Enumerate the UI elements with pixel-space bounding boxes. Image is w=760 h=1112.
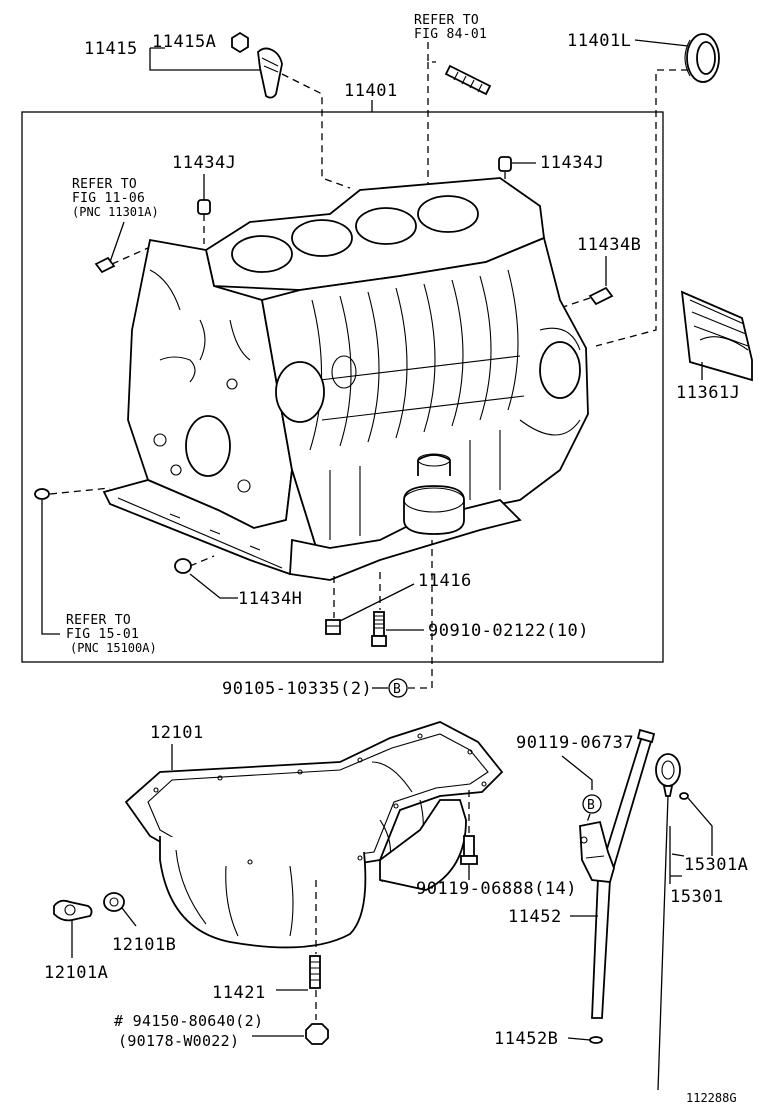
oil-pan-illustration: [124, 721, 504, 949]
part-number-12101: 12101: [150, 723, 204, 743]
part-number-11452: 11452: [508, 907, 562, 927]
part-number-90119-06888: 90119-06888(14): [416, 879, 577, 899]
refer-fig-15-line2: FIG 15-01: [66, 627, 139, 642]
bolt-11416: [325, 619, 341, 635]
marker-b-lower-label: B: [587, 798, 595, 813]
drain-plug-12101A: [53, 899, 93, 922]
refer-fig-11-line3: (PNC 11301A): [72, 205, 159, 219]
part-number-15301A: 15301A: [684, 855, 748, 875]
stud-11421: [309, 955, 321, 989]
marker-b-lower: [582, 794, 602, 814]
part-number-15301: 15301: [670, 887, 724, 907]
part-number-12101A: 12101A: [44, 963, 108, 983]
part-number-90119-06737: 90119-06737: [516, 733, 634, 753]
oil-dipstick-15301: [655, 753, 681, 1091]
label-11415: 11415: [84, 39, 268, 71]
refer-fig-84-line2: FIG 84-01: [414, 27, 487, 42]
cylinder-block-illustration: [102, 177, 589, 581]
o-ring-11452B: [589, 1036, 603, 1044]
refer-fig-11-line1: REFER TO: [72, 177, 137, 192]
refer-fig-11-line2: FIG 11-06: [72, 191, 145, 206]
part-number-90910-02122: 90910-02122(10): [428, 621, 589, 641]
stud-bolt: [444, 64, 492, 96]
part-number-94150-80640: # 94150-80640(2): [114, 1012, 263, 1030]
bolt-90119-06888: [460, 835, 478, 865]
part-number-12101B: 12101B: [112, 935, 176, 955]
part-number-11415A: 11415A: [152, 32, 216, 52]
part-number-11434J-left: 11434J: [172, 153, 236, 173]
dowel-pin-11434B: [588, 286, 614, 306]
marker-b-upper: [388, 678, 408, 698]
part-number-11434B: 11434B: [577, 235, 641, 255]
part-number-11434J-right: 11434J: [540, 153, 604, 173]
dowel-15100A: [34, 488, 50, 500]
part-number-11415: 11415: [84, 39, 138, 59]
nut-94150: [305, 1023, 329, 1045]
dowel-11301A: [94, 256, 116, 274]
o-ring-15301A: [679, 792, 689, 800]
dowel-pin-11434H: [174, 558, 192, 574]
cylinder-block-frame: [21, 111, 664, 663]
oil-seal-icon: [684, 33, 720, 83]
part-number-11401L: 11401L: [567, 31, 631, 51]
refer-fig-15-line1: REFER TO: [66, 613, 131, 628]
part-number-11361J: 11361J: [676, 383, 740, 403]
part-number-11421: 11421: [212, 983, 266, 1003]
rear-cover-plate-11361J: [680, 290, 753, 382]
dowel-pin-11434J-right: [498, 156, 512, 172]
oil-pressure-fitting: [231, 31, 283, 99]
marker-b-upper-label: B: [393, 682, 401, 697]
part-number-11416: 11416: [418, 571, 472, 591]
refer-fig-15-line3: (PNC 15100A): [70, 641, 157, 655]
dowel-pin-11434J-left: [197, 199, 211, 215]
dipstick-guide-tube-11452: [579, 728, 656, 1019]
drain-gasket-12101B: [103, 892, 125, 912]
refer-fig-84-line1: REFER TO: [414, 13, 479, 28]
part-number-11434H: 11434H: [238, 589, 302, 609]
part-number-11452B: 11452B: [494, 1029, 558, 1049]
part-number-90178-W0022: (90178-W0022): [118, 1032, 239, 1050]
part-number-11401: 11401: [344, 81, 398, 101]
bolt-90910: [371, 611, 387, 647]
part-number-90105-10335: 90105-10335(2): [222, 679, 372, 699]
figure-code: 112288G: [686, 1091, 737, 1105]
